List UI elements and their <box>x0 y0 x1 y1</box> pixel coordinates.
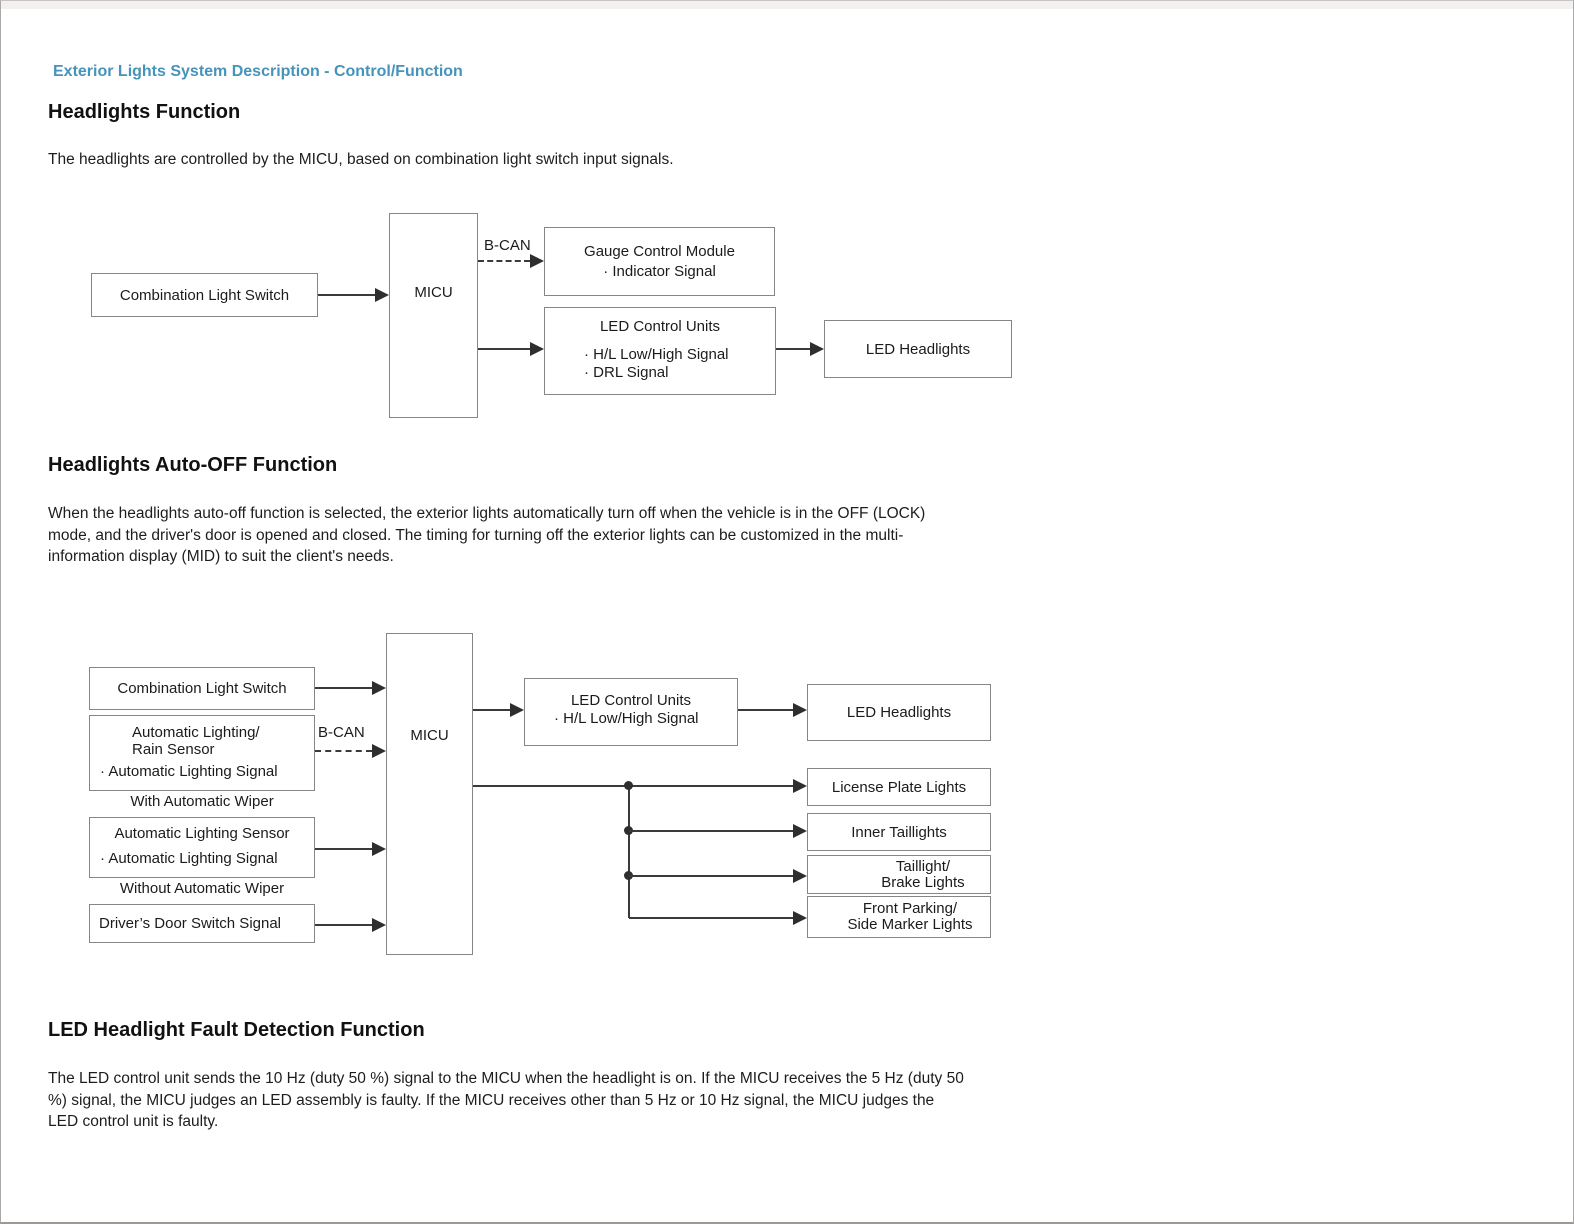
box-signal: · Automatic Lighting Signal <box>100 850 278 867</box>
box-label: Combination Light Switch <box>119 286 290 304</box>
box-label-line: Front Parking/ <box>862 900 958 917</box>
box-label: LED Headlights <box>865 340 971 358</box>
bcan-label: B-CAN <box>318 724 365 741</box>
auto-lighting-rain-sensor-box: Automatic Lighting/ Rain Sensor · Automa… <box>89 715 315 791</box>
doc-title: Exterior Lights System Description - Con… <box>53 63 463 80</box>
paragraph-headlights-function: The headlights are controlled by the MIC… <box>48 149 674 171</box>
paragraph-auto-off: When the headlights auto-off function is… <box>48 503 925 568</box>
arrow-combo-to-micu <box>318 294 375 296</box>
dashed-arrow-rain-sensor-to-micu <box>315 750 372 752</box>
box-title: LED Control Units <box>570 692 692 709</box>
headlights-function-diagram: Combination Light Switch MICU B-CAN Gaug… <box>1 206 1573 436</box>
box-title: Automatic Lighting/ Rain Sensor <box>132 724 314 758</box>
micu-box: MICU <box>389 213 478 418</box>
box-label: MICU <box>410 727 449 744</box>
box-title-line: Automatic Lighting/ <box>132 724 260 741</box>
box-title: LED Control Units <box>599 318 721 335</box>
paragraph-line: mode, and the driver's door is opened an… <box>48 526 904 544</box>
box-label-line: Taillight/ <box>895 858 951 875</box>
led-headlights-box: LED Headlights <box>824 320 1012 378</box>
combination-light-switch-box: Combination Light Switch <box>89 667 315 710</box>
arrow-micu-to-led-control-units <box>478 348 530 350</box>
arrow-led-control-units-to-headlights <box>738 709 793 711</box>
heading-headlights-function: Headlights Function <box>48 101 241 123</box>
drivers-door-switch-box: Driver’s Door Switch Signal <box>89 904 315 943</box>
arrow-to-taillight-brake-lights <box>629 875 793 877</box>
paragraph-line: %) signal, the MICU judges an LED assemb… <box>48 1091 935 1109</box>
arrow-micu-to-license-plate-lights <box>473 785 793 787</box>
branch-trunk-line <box>628 785 630 918</box>
without-automatic-wiper-caption: Without Automatic Wiper <box>119 880 285 897</box>
paragraph-fault-detection: The LED control unit sends the 10 Hz (du… <box>48 1068 964 1133</box>
with-automatic-wiper-caption: With Automatic Wiper <box>130 793 274 810</box>
box-signal: · DRL Signal <box>584 364 669 381</box>
paragraph-line: LED control unit is faulty. <box>48 1113 219 1130</box>
box-label-line: Brake Lights <box>881 874 965 891</box>
box-signal: · H/L Low/High Signal <box>554 710 699 727</box>
inner-taillights-box: Inner Taillights <box>807 813 991 851</box>
led-control-units-box: LED Control Units · H/L Low/High Signal … <box>544 307 776 395</box>
box-title: Gauge Control Module <box>584 243 735 260</box>
junction-dot <box>624 781 633 790</box>
box-signal: · Indicator Signal <box>603 263 716 280</box>
box-label: LED Headlights <box>846 704 952 721</box>
front-parking-side-marker-lights-box: Front Parking/ Side Marker Lights <box>807 896 991 938</box>
paragraph-line: When the headlights auto-off function is… <box>48 505 926 522</box>
auto-off-function-diagram: Combination Light Switch Automatic Light… <box>1 629 1573 964</box>
box-title-line: Rain Sensor <box>132 741 215 758</box>
led-control-units-box: LED Control Units · H/L Low/High Signal <box>524 678 738 746</box>
paragraph-line: The LED control unit sends the 10 Hz (du… <box>48 1070 964 1087</box>
box-label: Driver’s Door Switch Signal <box>99 915 282 932</box>
box-label: Combination Light Switch <box>117 680 287 697</box>
arrow-led-control-units-to-headlights <box>776 348 810 350</box>
bcan-label: B-CAN <box>484 237 531 254</box>
arrow-to-inner-taillights <box>629 830 793 832</box>
gauge-control-module-box: Gauge Control Module · Indicator Signal <box>544 227 775 296</box>
arrow-combo-to-micu <box>315 687 372 689</box>
paragraph-line: The headlights are controlled by the MIC… <box>48 151 674 168</box>
box-label: MICU <box>414 284 453 301</box>
box-signal: · H/L Low/High Signal <box>584 346 729 363</box>
page-top-strip <box>1 1 1573 9</box>
paragraph-line: information display (MID) to suit the cl… <box>48 548 394 565</box>
dashed-arrow-micu-to-gauge <box>478 260 530 262</box>
arrow-lighting-sensor-to-micu <box>315 848 372 850</box>
box-label-line: Side Marker Lights <box>847 916 973 933</box>
micu-box: MICU <box>386 633 473 955</box>
arrow-micu-to-led-control-units <box>473 709 510 711</box>
box-label: Inner Taillights <box>851 823 947 841</box>
license-plate-lights-box: License Plate Lights <box>807 768 991 806</box>
automatic-lighting-sensor-box: Automatic Lighting Sensor · Automatic Li… <box>89 817 315 878</box>
heading-auto-off-function: Headlights Auto-OFF Function <box>48 454 338 476</box>
arrow-door-switch-to-micu <box>315 924 372 926</box>
box-label: License Plate Lights <box>831 778 967 796</box>
taillight-brake-lights-box: Taillight/ Brake Lights <box>807 855 991 894</box>
box-title: Automatic Lighting Sensor <box>114 825 290 842</box>
led-headlights-box: LED Headlights <box>807 684 991 741</box>
arrow-to-front-parking-lights <box>629 917 793 919</box>
box-signal: · Automatic Lighting Signal <box>100 763 278 780</box>
heading-fault-detection: LED Headlight Fault Detection Function <box>48 1019 425 1041</box>
combination-light-switch-box: Combination Light Switch <box>91 273 318 317</box>
